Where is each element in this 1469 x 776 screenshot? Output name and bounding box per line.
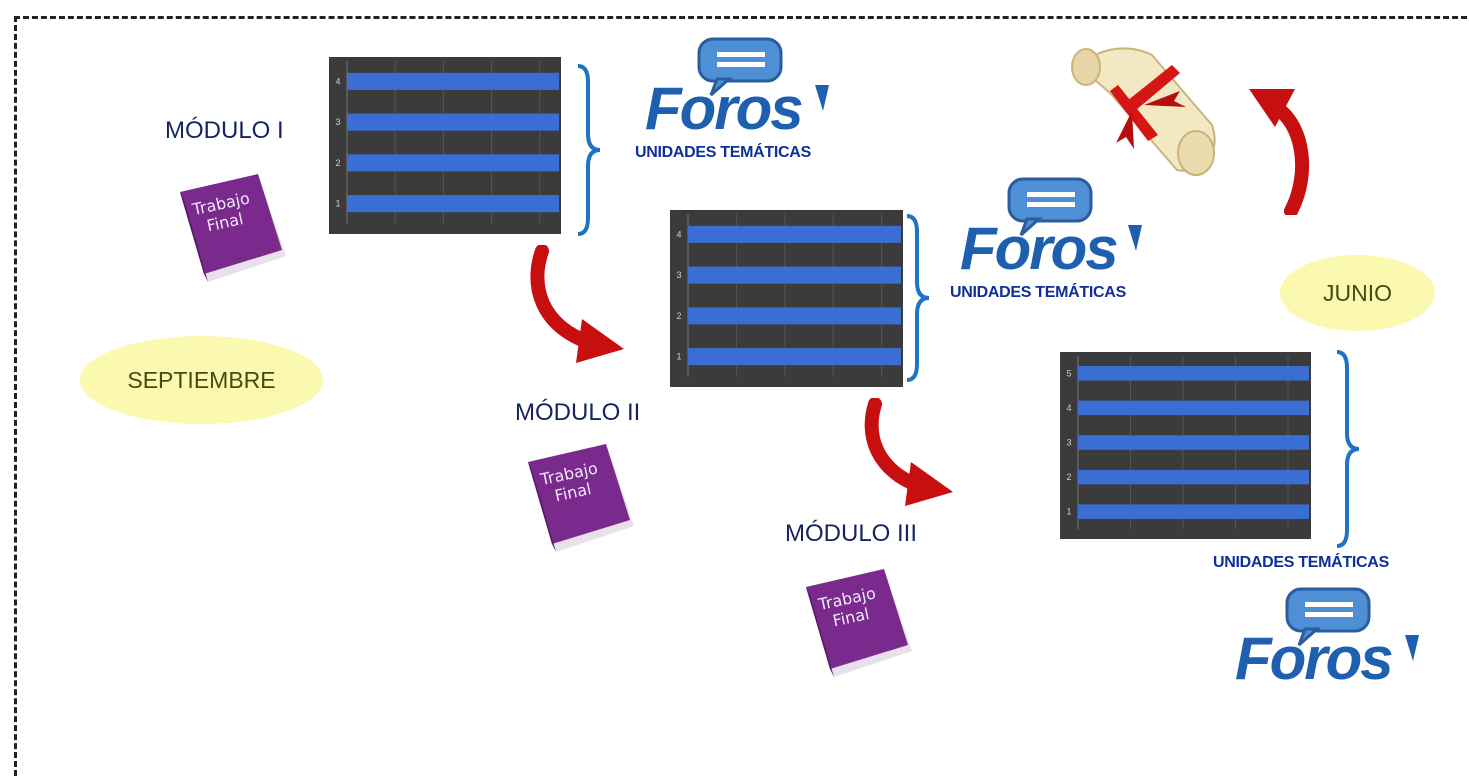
curly-brace-icon — [577, 64, 601, 236]
foros-wordmark: Foros — [1235, 625, 1394, 692]
foros-accent-icon — [815, 85, 829, 111]
book-shape — [180, 174, 286, 282]
curved-arrow-icon — [864, 398, 953, 506]
module-1-units-chart: 1 2 3 4 — [329, 57, 561, 234]
start-month-label: SEPTIEMBRE — [127, 366, 276, 393]
tick-label-3: 3 — [1066, 438, 1071, 448]
foros-accent-icon — [1405, 635, 1419, 661]
bar-2 — [688, 307, 901, 325]
speech-bubble-icon — [697, 37, 783, 97]
module-1-units-chart-svg: 1 2 3 4 — [335, 61, 559, 224]
dashed-border — [14, 16, 1469, 776]
speech-bubble-icon — [1285, 587, 1371, 647]
module-3-units-chart: 1 2 3 4 5 — [1060, 352, 1311, 539]
bar-3 — [688, 266, 901, 284]
bar-4 — [1078, 400, 1309, 416]
foros-logo-3: Foros — [1235, 585, 1425, 695]
tick-label-4: 4 — [335, 76, 340, 86]
tick-label-4: 4 — [1066, 403, 1071, 413]
tick-label-2: 2 — [335, 158, 340, 168]
bar-4 — [688, 225, 901, 243]
foros-accent-icon — [1128, 225, 1142, 251]
bar-1 — [347, 195, 559, 213]
start-month-ellipse: SEPTIEMBRE — [80, 336, 323, 424]
book-shape — [806, 569, 912, 677]
tick-label-1: 1 — [335, 199, 340, 209]
curved-arrow-icon — [530, 245, 624, 363]
module-1-title: MÓDULO I — [165, 117, 284, 144]
curved-arrow-icon — [1249, 89, 1309, 215]
curly-brace-icon — [906, 214, 930, 382]
module-2-units-chart: 1 2 3 4 — [670, 210, 903, 387]
foros-wordmark: Foros — [645, 75, 804, 142]
bar-4 — [347, 72, 559, 90]
bar-2 — [347, 154, 559, 172]
book-shape — [528, 444, 634, 552]
bar-1 — [688, 348, 901, 366]
module-2-units-chart-svg: 1 2 3 4 — [676, 214, 901, 377]
book-icon: Trabajo Final — [798, 565, 918, 690]
tick-label-2: 2 — [676, 311, 681, 321]
tick-label-3: 3 — [676, 270, 681, 280]
curly-brace-icon — [1336, 350, 1360, 548]
units-label-1: UNIDADES TEMÁTICAS — [635, 144, 811, 161]
book-icon: Trabajo Final — [172, 170, 292, 295]
bar-3 — [1078, 435, 1309, 450]
foros-wordmark: Foros — [960, 215, 1119, 282]
tick-label-1: 1 — [676, 352, 681, 362]
end-month-ellipse: JUNIO — [1280, 255, 1435, 331]
end-month-label: JUNIO — [1323, 279, 1392, 306]
module-2-title: MÓDULO II — [515, 399, 641, 426]
tick-label-2: 2 — [1066, 472, 1071, 482]
tick-label-4: 4 — [676, 229, 681, 239]
bar-3 — [347, 113, 559, 131]
module-3-units-chart-svg: 1 2 3 4 5 — [1066, 356, 1309, 529]
bar-5 — [1078, 366, 1309, 381]
diploma-scroll-icon — [1071, 47, 1216, 176]
foros-logo-2: Foros — [960, 175, 1145, 285]
bar-2 — [1078, 469, 1309, 485]
tick-label-5: 5 — [1066, 368, 1071, 378]
units-label-2: UNIDADES TEMÁTICAS — [950, 284, 1126, 301]
tick-label-3: 3 — [335, 117, 340, 127]
book-icon: Trabajo Final — [520, 440, 640, 565]
foros-logo-1: Foros — [645, 35, 830, 145]
tick-label-1: 1 — [1066, 507, 1071, 517]
bar-1 — [1078, 504, 1309, 519]
module-3-title: MÓDULO III — [785, 520, 918, 547]
units-label-3: UNIDADES TEMÁTICAS — [1213, 554, 1389, 571]
speech-bubble-icon — [1007, 177, 1093, 237]
